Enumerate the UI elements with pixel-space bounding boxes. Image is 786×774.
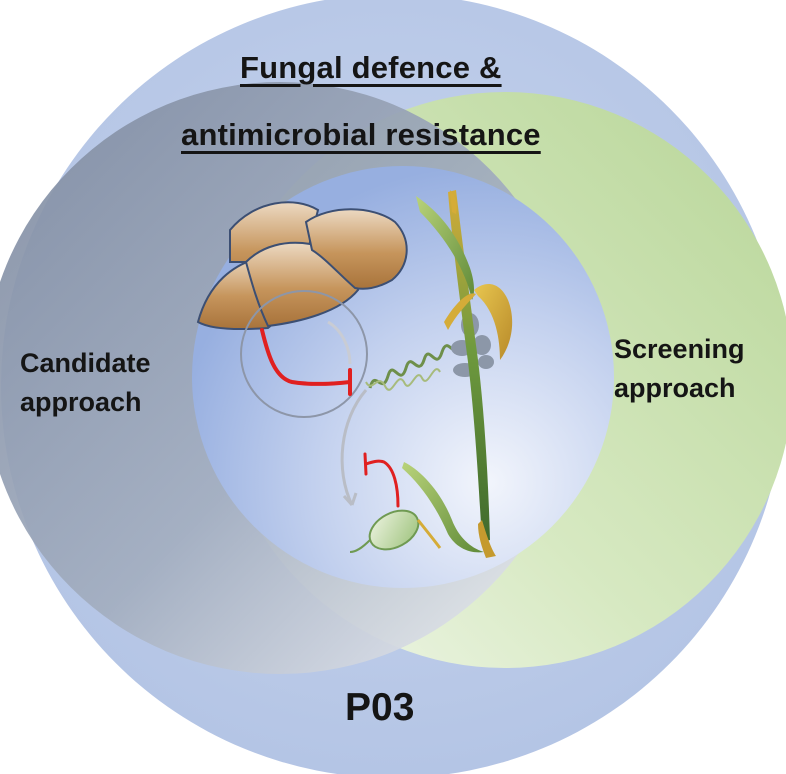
- germinating-spore-icon: [349, 509, 442, 553]
- project-id-label: P03: [345, 686, 415, 729]
- arrow-to-helix: [327, 320, 352, 365]
- screening-label-line-1: Screening: [614, 334, 745, 364]
- title-line-2: antimicrobial resistance: [181, 117, 541, 152]
- fungal-cells-illustration: [196, 201, 408, 331]
- wheat-plant-illustration: [402, 190, 513, 558]
- screening-label-line-2: approach: [614, 373, 736, 403]
- inhibition-arrow-bottom: [364, 459, 400, 508]
- arrow-to-spore: [340, 389, 368, 506]
- candidate-label-line-1: Candidate: [20, 348, 151, 378]
- title-line-1: Fungal defence &: [240, 50, 502, 85]
- inhibition-arrow-top: [260, 328, 352, 386]
- candidate-label-line-2: approach: [20, 387, 142, 417]
- zoom-circle: [240, 290, 368, 418]
- helix-icon: [368, 343, 462, 389]
